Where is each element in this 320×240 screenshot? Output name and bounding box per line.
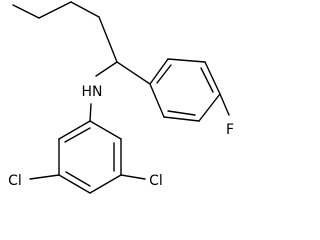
fluorophenyl-ring [149, 58, 221, 122]
bond-chain-1 [12, 4, 40, 19]
ring-double-bond [64, 127, 91, 143]
dichlorophenyl-ring [58, 120, 122, 194]
ring-double-bond [200, 67, 214, 93]
structure-drawing: HN F Cl Cl [8, 1, 234, 194]
ring-bond [198, 93, 221, 122]
bond-ch-to-aryl [116, 61, 151, 85]
bond-ch-to-nh [95, 61, 118, 77]
amine-label: HN [82, 84, 103, 100]
bond-ring-to-fluorine [219, 93, 230, 116]
ring-bond [58, 174, 91, 194]
pentyl-chain [12, 1, 118, 63]
bond-ring-to-chlorine-left [29, 174, 60, 180]
ring-double-bond [156, 64, 172, 84]
bond-nh-to-ring [89, 103, 92, 122]
ring-bond [163, 116, 200, 122]
ring-bond [149, 58, 169, 85]
chlorine-right-label: Cl [149, 173, 163, 189]
ring-double-bond [167, 110, 196, 116]
chlorine-left-label: Cl [8, 173, 22, 189]
ring-bond [89, 174, 122, 194]
ring-bond [149, 83, 165, 118]
bond-chain-3 [70, 1, 100, 18]
ring-bond [167, 58, 206, 63]
bond-ring-to-chlorine-right [120, 174, 146, 180]
molecule-canvas: HN F Cl Cl [8, 1, 235, 194]
ring-bond [204, 61, 221, 95]
bond-chain-4 [98, 16, 118, 63]
ring-bond [89, 120, 122, 140]
fluorine-label: F [226, 122, 234, 138]
ring-bond [58, 120, 91, 140]
bond-chain-2 [38, 1, 72, 19]
ring-double-bond [65, 171, 91, 187]
